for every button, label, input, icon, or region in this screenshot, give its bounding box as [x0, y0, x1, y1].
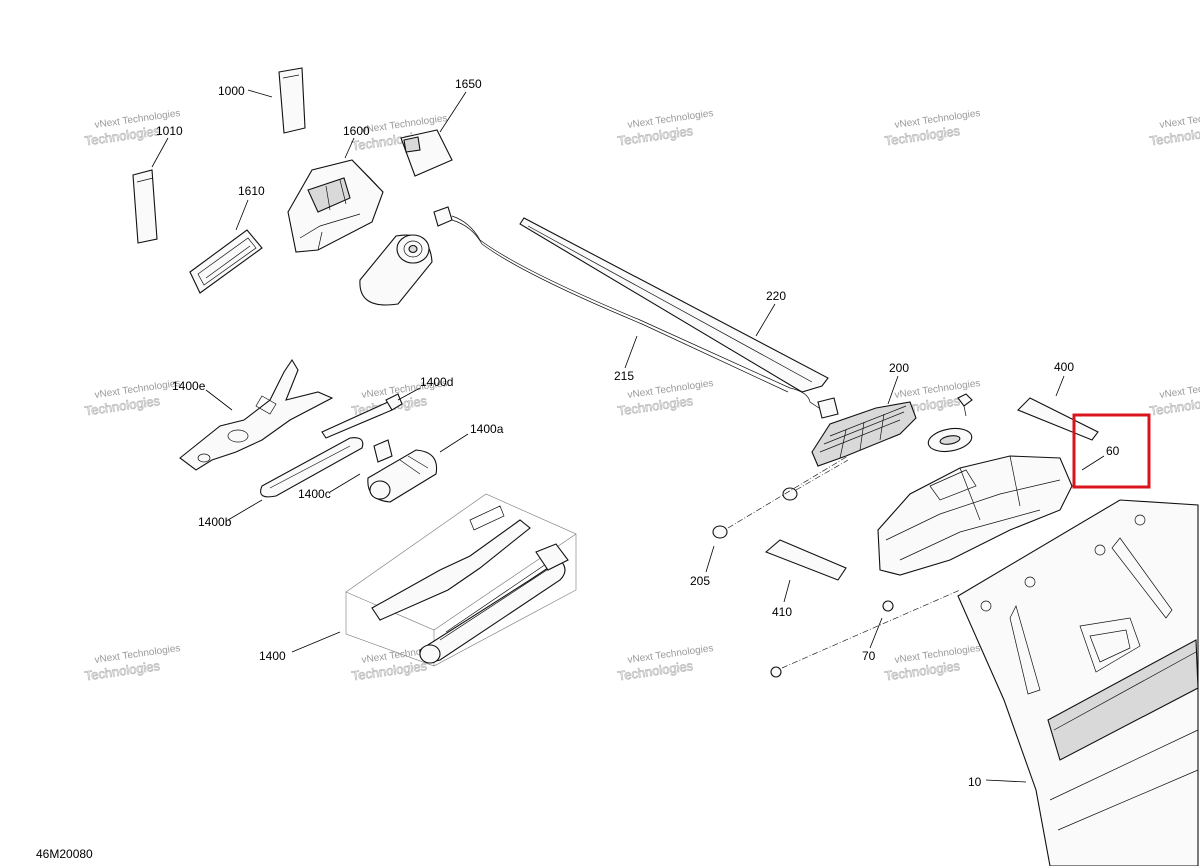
part-decal	[927, 427, 973, 453]
callout-1010[interactable]: 1010	[156, 124, 183, 138]
part-1400b[interactable]: 1400b	[198, 499, 263, 529]
callout-205[interactable]: 205	[690, 574, 710, 588]
watermark: vNext Technologies Technologies	[883, 643, 981, 684]
watermark: vNext Technologies Technologies	[616, 378, 714, 419]
callout-10[interactable]: 10	[968, 775, 982, 789]
part-nut	[957, 393, 973, 417]
part-410[interactable]: 410	[764, 539, 847, 619]
part-upper-shroud	[877, 455, 1073, 576]
watermark: vNext Technologies Technologies	[616, 108, 714, 149]
watermark: vNext Technologies Technologies	[1148, 378, 1200, 419]
part-215[interactable]: 215	[433, 206, 839, 419]
part-400[interactable]: 400	[1017, 360, 1099, 441]
part-1610[interactable]: 1610	[189, 184, 265, 294]
part-220[interactable]: 220	[519, 217, 829, 393]
part-1400a[interactable]: 1400a	[367, 422, 504, 503]
callout-60[interactable]: 60	[1106, 444, 1120, 458]
part-1400e[interactable]: 1400e	[172, 358, 334, 471]
callout-1650[interactable]: 1650	[455, 77, 482, 91]
watermark: vNext Technologies Technologies	[616, 643, 714, 684]
callout-400[interactable]: 400	[1054, 360, 1074, 374]
callout-215[interactable]: 215	[614, 369, 634, 383]
watermark: vNext Technologies Technologies	[83, 378, 181, 419]
callout-200[interactable]: 200	[889, 361, 909, 375]
callout-410[interactable]: 410	[772, 605, 792, 619]
callout-1400b[interactable]: 1400b	[198, 515, 232, 529]
part-70[interactable]: 70	[770, 589, 961, 678]
callout-1400c[interactable]: 1400c	[298, 487, 331, 501]
part-1000[interactable]: 1000	[218, 67, 306, 134]
callout-1400[interactable]: 1400	[259, 649, 286, 663]
part-cylinder	[359, 234, 433, 306]
callout-1400e[interactable]: 1400e	[172, 379, 206, 393]
part-1600[interactable]: 1600	[287, 124, 384, 253]
highlight-box	[1072, 413, 1151, 489]
callout-1600[interactable]: 1600	[343, 124, 370, 138]
callout-1400d[interactable]: 1400d	[420, 375, 453, 389]
part-1400d[interactable]: 1400d	[321, 375, 453, 439]
part-1400[interactable]: 1400	[259, 493, 577, 667]
callout-70[interactable]: 70	[862, 649, 876, 663]
callout-60-group[interactable]: 60	[1072, 413, 1151, 489]
part-200[interactable]: 200	[811, 361, 917, 467]
part-205[interactable]: 205	[690, 455, 849, 588]
callout-1400a[interactable]: 1400a	[470, 422, 504, 436]
diagram-code: 46M20080	[36, 847, 93, 861]
watermark: vNext Technologies Technologies	[883, 108, 981, 149]
callout-1610[interactable]: 1610	[238, 184, 265, 198]
callout-1000[interactable]: 1000	[218, 84, 245, 98]
part-10[interactable]: 10	[957, 499, 1199, 866]
part-1650[interactable]: 1650	[400, 77, 482, 177]
part-1400c[interactable]: 1400c	[260, 437, 364, 501]
part-1010[interactable]: 1010	[132, 124, 183, 244]
watermark: vNext Technologies Technologies	[83, 643, 181, 684]
callout-220[interactable]: 220	[766, 289, 786, 303]
watermark: vNext Technologies Technologies	[1148, 108, 1200, 149]
